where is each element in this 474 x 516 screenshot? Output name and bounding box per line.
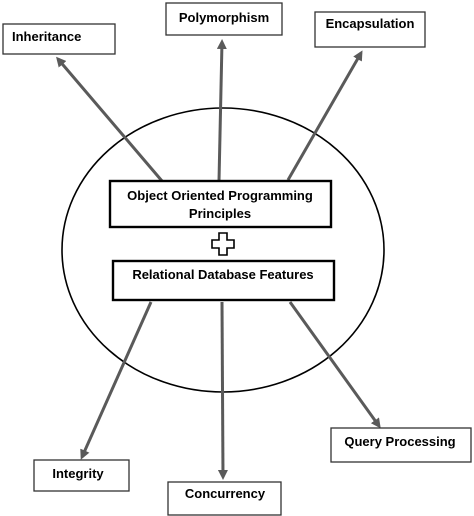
concurrency-label: Concurrency xyxy=(185,486,266,501)
arrow-to-integrity xyxy=(80,301,153,460)
arrow-to-inheritance xyxy=(56,56,164,182)
arrow-to-concurrency xyxy=(217,301,228,480)
arrow-to-query-processing xyxy=(288,301,381,429)
oop-principles-line2: Principles xyxy=(189,206,251,221)
inheritance-box: Inheritance xyxy=(2,23,116,55)
encapsulation-box: Encapsulation xyxy=(314,11,426,48)
inheritance-label: Inheritance xyxy=(12,29,81,44)
concurrency-box: Concurrency xyxy=(167,481,282,516)
arrow-to-encapsulation xyxy=(286,50,363,181)
oop-principles-box: Object Oriented Programming Principles xyxy=(108,179,333,229)
encapsulation-label: Encapsulation xyxy=(326,16,415,31)
plus-icon xyxy=(211,232,235,256)
query-processing-box: Query Processing xyxy=(330,427,472,463)
arrow-to-polymorphism xyxy=(216,39,227,182)
rdb-features-label: Relational Database Features xyxy=(132,267,313,282)
integrity-box: Integrity xyxy=(33,459,130,492)
query-processing-label: Query Processing xyxy=(344,434,455,449)
rdb-features-box: Relational Database Features xyxy=(111,259,336,302)
polymorphism-box: Polymorphism xyxy=(165,2,283,36)
integrity-label: Integrity xyxy=(52,466,104,481)
oop-principles-line1: Object Oriented Programming xyxy=(127,188,313,203)
polymorphism-label: Polymorphism xyxy=(179,10,269,25)
